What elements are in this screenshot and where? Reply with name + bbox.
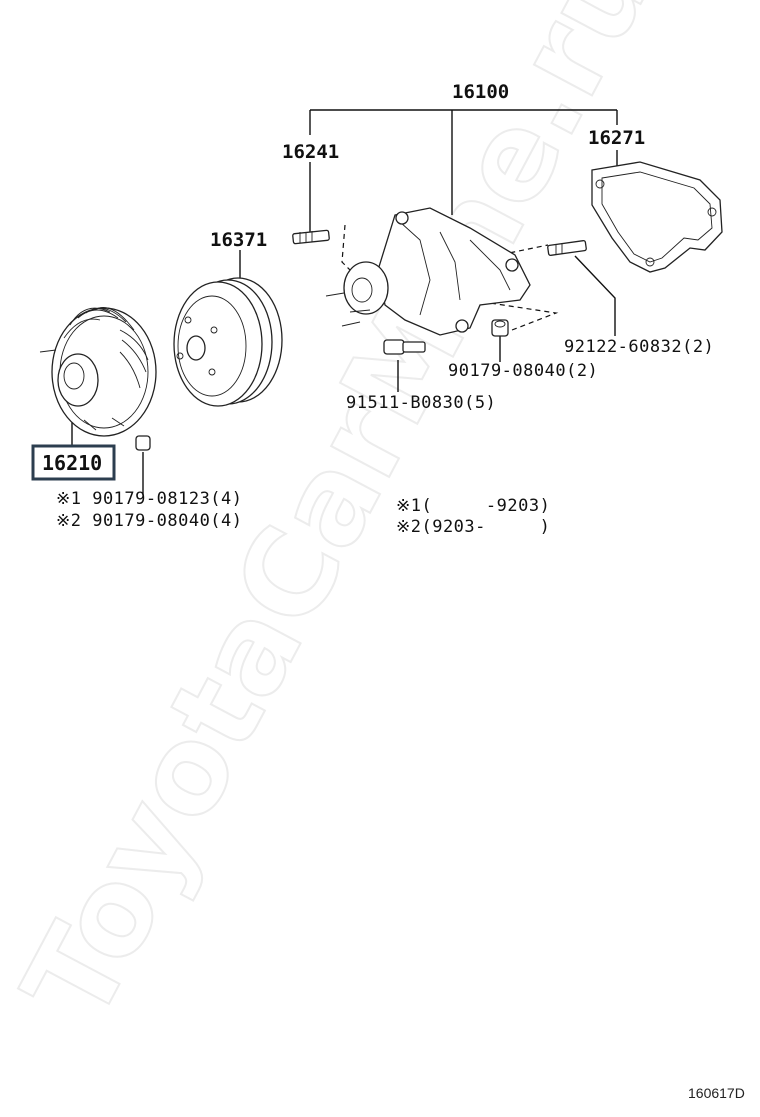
fan-clutch-part bbox=[39, 307, 157, 451]
label-nut: 90179-08040(2) bbox=[448, 361, 598, 381]
pulley-part bbox=[173, 277, 283, 407]
note-1-part: ※1 90179-08123(4) bbox=[56, 489, 243, 509]
label-bolt: 91511-B0830(5) bbox=[346, 393, 496, 413]
stud-part bbox=[292, 229, 330, 245]
gasket-part bbox=[591, 161, 723, 273]
label-pulley: 16371 bbox=[210, 229, 267, 251]
note-2-part: ※2 90179-08040(4) bbox=[56, 511, 243, 531]
water-pump-part bbox=[325, 207, 531, 336]
note-2-range: ※2(9203- ) bbox=[396, 517, 550, 537]
label-fan-clutch[interactable]: 16210 bbox=[42, 451, 102, 475]
highlight-box bbox=[31, 444, 116, 481]
label-stud-left: 16241 bbox=[282, 141, 339, 163]
stud-bolt-part bbox=[547, 240, 587, 256]
note-1-range: ※1( -9203) bbox=[396, 496, 550, 516]
diagram-code: 160617D bbox=[688, 1085, 745, 1101]
nut-part bbox=[491, 319, 509, 337]
label-gasket: 16271 bbox=[588, 127, 645, 149]
label-stud-bolt: 92122-60832(2) bbox=[564, 337, 714, 357]
label-assembly: 16100 bbox=[452, 81, 509, 103]
bolt-part bbox=[383, 339, 426, 355]
